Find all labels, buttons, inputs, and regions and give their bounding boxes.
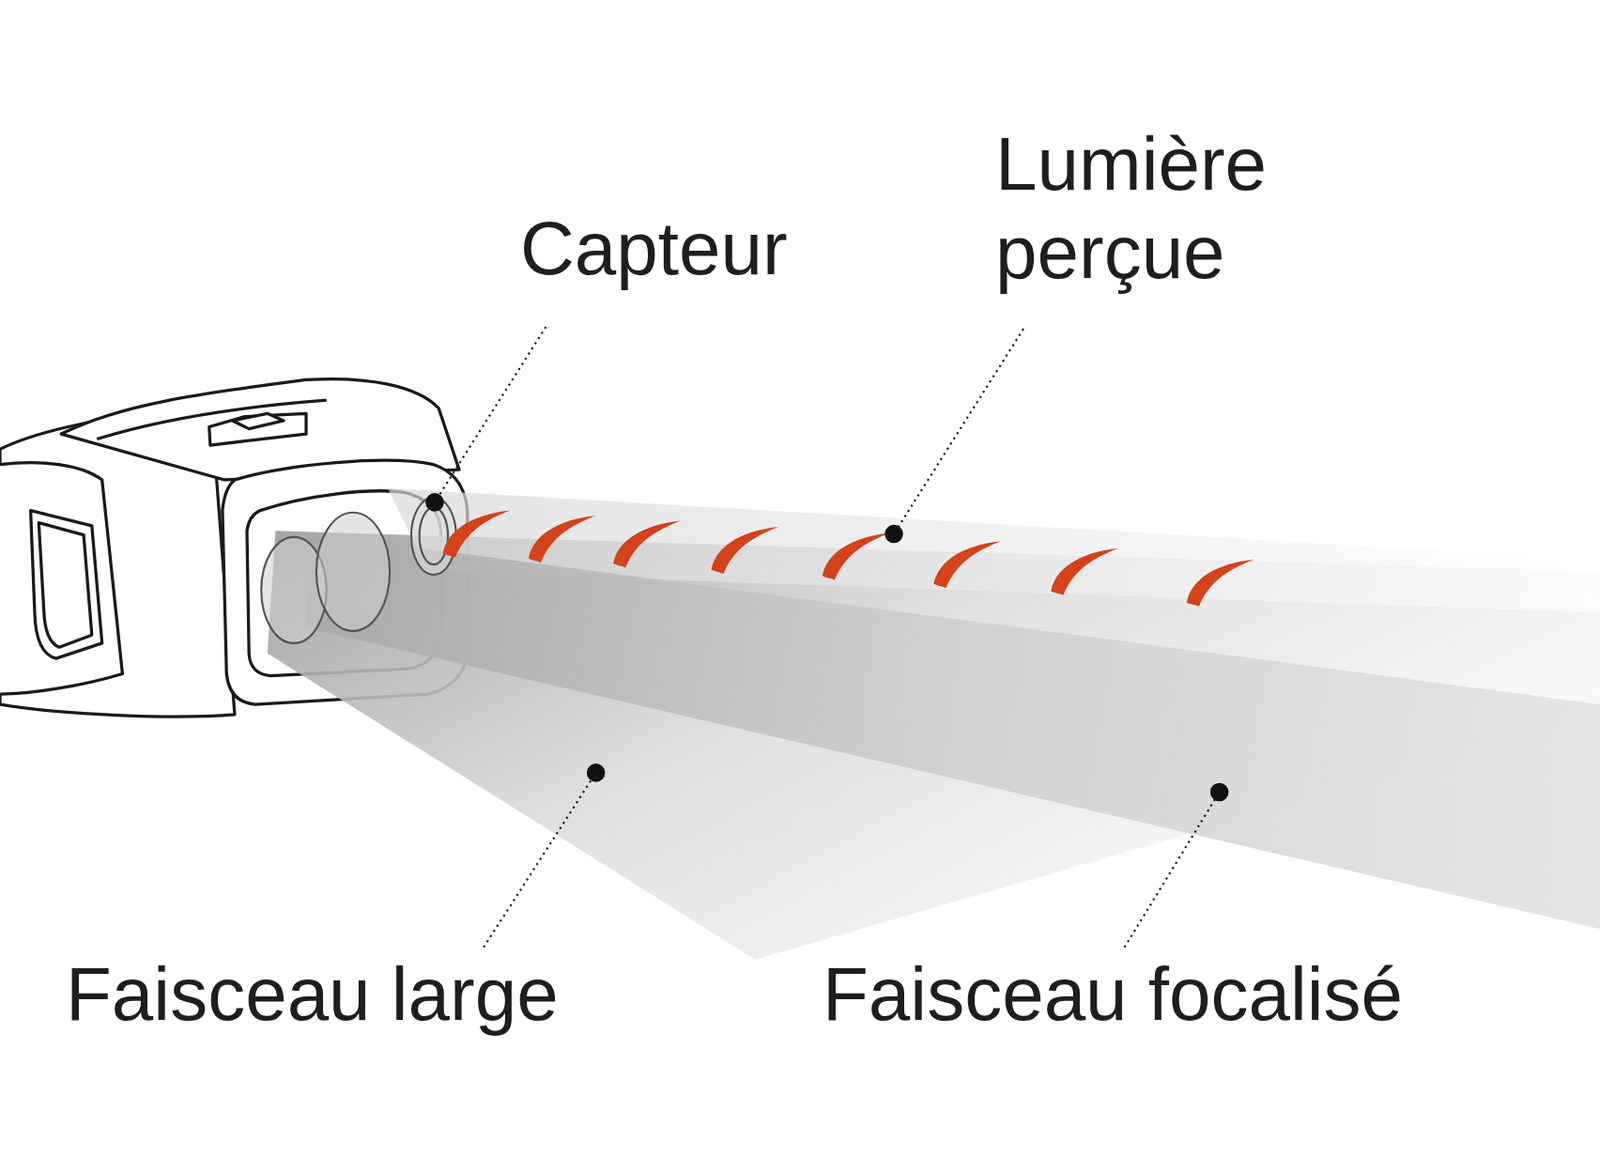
focused-beam [306, 532, 1600, 929]
perceived-light-label: Lumière perçue [995, 120, 1353, 298]
leader-dots [425, 492, 1229, 801]
leader-lines [434, 326, 1220, 948]
sensor-label: Capteur [520, 204, 915, 293]
lamp-lenses [261, 496, 457, 643]
focused-beam-label: Faisceau focalisé [822, 950, 1574, 1039]
perceived-light [443, 510, 1255, 607]
wide-beam-label: Faisceau large [65, 950, 592, 1039]
